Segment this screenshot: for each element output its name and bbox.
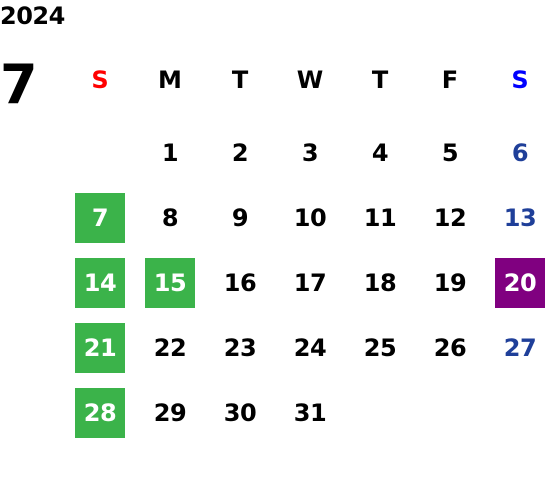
day-number: 7	[75, 192, 125, 243]
day-cell-holiday: 14	[65, 250, 135, 315]
day-number: 28	[75, 387, 125, 438]
weekday-tuesday: T	[231, 66, 249, 94]
day-cell: 4	[345, 120, 415, 185]
day-number: 15	[145, 257, 195, 308]
day-number: 26	[433, 333, 467, 362]
day-cell: 8	[135, 185, 205, 250]
day-cell-holiday: 7	[65, 185, 135, 250]
day-number: 30	[223, 398, 257, 427]
day-number: 19	[433, 268, 467, 297]
day-number: 10	[293, 203, 327, 232]
day-number: 11	[363, 203, 397, 232]
weekday-saturday: S	[511, 66, 529, 94]
calendar-month: 7	[0, 53, 38, 116]
day-number: 29	[153, 398, 187, 427]
day-cell: 9	[205, 185, 275, 250]
day-number: 14	[75, 257, 125, 308]
day-cell: 23	[205, 315, 275, 380]
day-cell: 2	[205, 120, 275, 185]
day-number: 3	[301, 138, 319, 167]
day-cell-empty	[415, 380, 485, 445]
day-cell: 1	[135, 120, 205, 185]
weekday-friday: F	[441, 66, 459, 94]
day-number	[495, 388, 545, 438]
day-cell-empty	[65, 120, 135, 185]
day-number	[75, 128, 125, 178]
day-cell: 11	[345, 185, 415, 250]
day-cell: 18	[345, 250, 415, 315]
day-cell: 3	[275, 120, 345, 185]
day-cell: 10	[275, 185, 345, 250]
day-cell: 17	[275, 250, 345, 315]
day-number: 24	[293, 333, 327, 362]
day-cell: 5	[415, 120, 485, 185]
day-cell-holiday: 21	[65, 315, 135, 380]
day-cell: 25	[345, 315, 415, 380]
day-number: 18	[363, 268, 397, 297]
day-cell: 22	[135, 315, 205, 380]
calendar-year: 2024	[0, 2, 65, 30]
day-cell-saturday: 6	[485, 120, 548, 185]
day-number: 16	[223, 268, 257, 297]
day-cell-special: 20	[485, 250, 548, 315]
day-number: 27	[503, 333, 537, 362]
day-cell: 24	[275, 315, 345, 380]
day-number: 20	[495, 257, 545, 308]
day-cell-holiday: 15	[135, 250, 205, 315]
day-number	[425, 388, 475, 438]
day-cell: 30	[205, 380, 275, 445]
day-number: 25	[363, 333, 397, 362]
day-number: 9	[231, 203, 249, 232]
day-cell-empty	[485, 380, 548, 445]
calendar-grid: S M T W T F S 1 2 3 4 5 6 7 8 9 10 11 12…	[65, 55, 548, 445]
day-number: 22	[153, 333, 187, 362]
day-cell: 19	[415, 250, 485, 315]
day-number: 8	[161, 203, 179, 232]
day-number: 1	[161, 138, 179, 167]
day-cell: 29	[135, 380, 205, 445]
day-cell-saturday: 13	[485, 185, 548, 250]
day-number: 6	[511, 138, 529, 167]
day-number: 31	[293, 398, 327, 427]
weekday-wednesday: W	[296, 66, 324, 94]
day-number: 21	[75, 322, 125, 373]
day-number	[355, 388, 405, 438]
day-cell: 26	[415, 315, 485, 380]
day-number: 23	[223, 333, 257, 362]
day-cell: 16	[205, 250, 275, 315]
day-number: 13	[503, 203, 537, 232]
weekday-thursday: T	[371, 66, 389, 94]
day-number: 4	[371, 138, 389, 167]
weekday-monday: M	[158, 66, 182, 94]
day-number: 5	[441, 138, 459, 167]
day-number: 17	[293, 268, 327, 297]
day-cell-holiday: 28	[65, 380, 135, 445]
day-number: 12	[433, 203, 467, 232]
day-cell-empty	[345, 380, 415, 445]
day-cell: 31	[275, 380, 345, 445]
day-cell-saturday: 27	[485, 315, 548, 380]
day-number: 2	[231, 138, 249, 167]
day-cell: 12	[415, 185, 485, 250]
weekday-sunday: S	[91, 66, 109, 94]
